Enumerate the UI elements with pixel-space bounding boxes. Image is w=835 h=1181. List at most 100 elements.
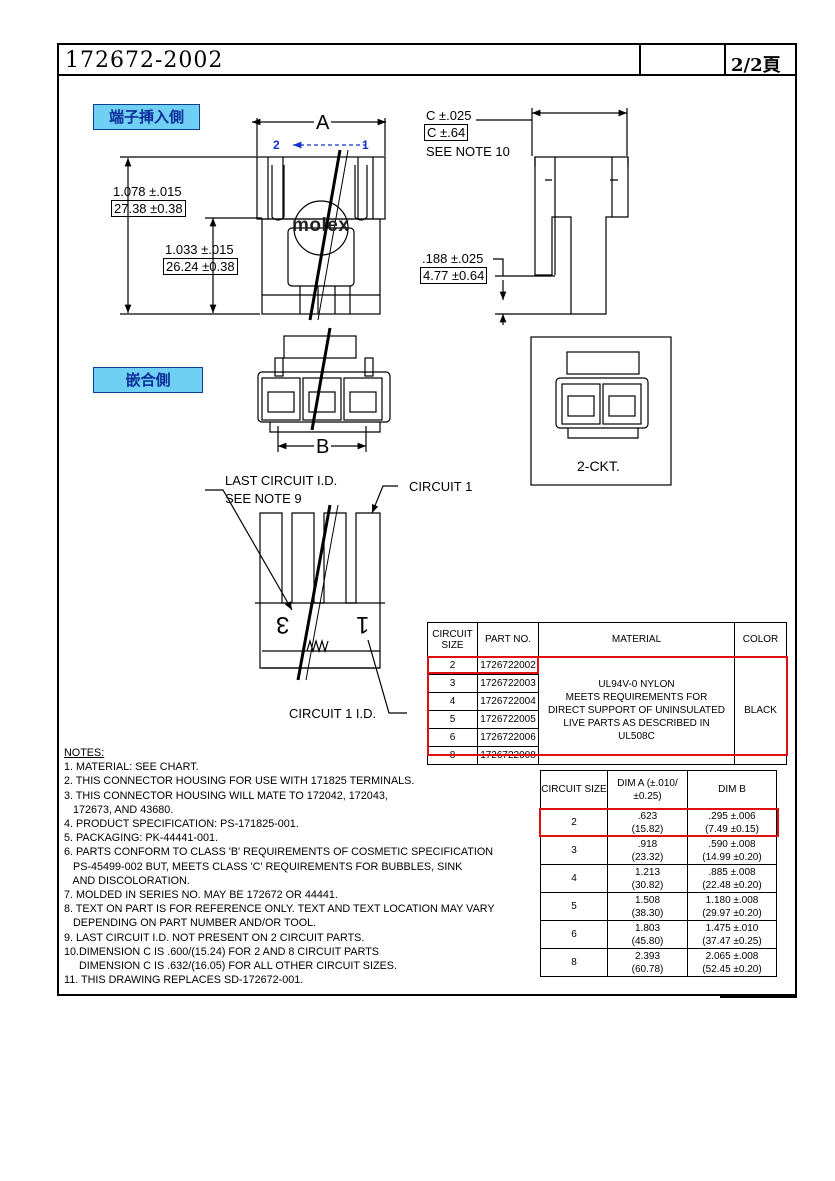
note-line: 6. PARTS CONFORM TO CLASS 'B' REQUIREMEN… bbox=[64, 846, 494, 859]
circuit-1-marker: 1 bbox=[362, 138, 369, 152]
col-dim-b: DIM B bbox=[687, 770, 777, 809]
cell-size: 8 bbox=[540, 948, 608, 977]
cell-dim-a: .918(23.32) bbox=[607, 836, 688, 865]
note-line: 9. LAST CIRCUIT I.D. NOT PRESENT ON 2 CI… bbox=[64, 931, 365, 944]
cell-size: 4 bbox=[540, 864, 608, 893]
note-line: AND DISCOLORATION. bbox=[64, 874, 190, 887]
note-line: 10.DIMENSION C IS .600/(15.24) FOR 2 AND… bbox=[64, 945, 380, 958]
dim-b-in: 1.180 ±.008 bbox=[705, 894, 759, 906]
cell-dim-a: 1.803(45.80) bbox=[607, 920, 688, 949]
dim-a-mm: (30.82) bbox=[631, 879, 664, 891]
dim-a-in: .623 bbox=[637, 810, 658, 822]
note-line: 2. THIS CONNECTOR HOUSING FOR USE WITH 1… bbox=[64, 775, 415, 788]
notes-block: NOTES: 1. MATERIAL: SEE CHART. 2. THIS C… bbox=[64, 746, 534, 987]
see-note-10: SEE NOTE 10 bbox=[426, 144, 510, 159]
col-circuit-size: CIRCUIT SIZE bbox=[540, 770, 608, 809]
cell-dim-a: 2.393(60.78) bbox=[607, 948, 688, 977]
row-highlight-dim-2ckt bbox=[539, 808, 779, 837]
dim-477-mm: 4.77 ±0.64 bbox=[420, 267, 488, 284]
dim-a-in: 1.803 bbox=[634, 922, 661, 934]
note-line: DIMENSION C IS .632/(16.05) FOR ALL OTHE… bbox=[64, 960, 397, 973]
note-line: DEPENDING ON PART NUMBER AND/OR TOOL. bbox=[64, 917, 317, 930]
dim-b-mm: (37.47 ±0.25) bbox=[702, 935, 762, 947]
front-view-terminal-side bbox=[256, 149, 386, 321]
dim-a-mm: (45.80) bbox=[631, 935, 664, 947]
last-circuit-mark: 3 bbox=[276, 611, 290, 638]
circuit-2-marker: 2 bbox=[273, 138, 280, 152]
note-line: 8. TEXT ON PART IS FOR REFERENCE ONLY. T… bbox=[64, 903, 495, 916]
two-ckt-view bbox=[555, 351, 649, 439]
note-line: 5. PACKAGING: PK-44441-001. bbox=[64, 832, 219, 845]
side-view bbox=[534, 156, 629, 315]
molex-logo: molex bbox=[292, 215, 350, 236]
dim-b-mm: (22.48 ±0.20) bbox=[702, 879, 762, 891]
cell-dim-a: 1.213(30.82) bbox=[607, 864, 688, 893]
circuit-1-id-label: CIRCUIT 1 I.D. bbox=[289, 706, 377, 721]
row-highlight-2ckt bbox=[427, 656, 788, 756]
dim-b-mm: (52.45 ±0.20) bbox=[702, 963, 762, 975]
dim-b-in: .295 ±.006 bbox=[708, 810, 756, 822]
cell-dim-b: .885 ±.008(22.48 ±0.20) bbox=[687, 864, 777, 893]
dim-a-mm: (60.78) bbox=[631, 963, 664, 975]
note-line: 172673, AND 43680. bbox=[64, 803, 174, 816]
dim-a-in: .918 bbox=[637, 838, 658, 850]
dim-1078-in: 1.078 ±.015 bbox=[113, 184, 182, 199]
dim-b-in: 1.475 ±.010 bbox=[705, 922, 759, 934]
title-block-cell bbox=[639, 45, 726, 74]
cell-dim-b: 1.180 ±.008(29.97 ±0.20) bbox=[687, 892, 777, 921]
circuit-1-leader bbox=[371, 485, 398, 514]
part-number: 172672-2002 bbox=[65, 48, 224, 73]
cell-material: UL94V-0 NYLON MEETS REQUIREMENTS FOR DIR… bbox=[538, 656, 735, 765]
col-part-no: PART NO. bbox=[477, 622, 539, 657]
circuit-1-label: CIRCUIT 1 bbox=[409, 479, 473, 494]
cell-dim-a: .623(15.82) bbox=[607, 808, 688, 837]
circuit-1-id-leader bbox=[367, 639, 407, 714]
dim-b-in: .885 ±.008 bbox=[708, 866, 756, 878]
note-line: 3. THIS CONNECTOR HOUSING WILL MATE TO 1… bbox=[64, 789, 388, 802]
cell-dim-a: 1.508(38.30) bbox=[607, 892, 688, 921]
dim-b-mm: (7.49 ±0.15) bbox=[705, 823, 759, 835]
dim-1033-in: 1.033 ±.015 bbox=[165, 242, 234, 257]
cell-dim-b: 2.065 ±.008(52.45 ±0.20) bbox=[687, 948, 777, 977]
two-ckt-label: 2-CKT. bbox=[577, 458, 620, 474]
page-number: 2/2頁 bbox=[731, 55, 781, 76]
dim-a-mm: (23.32) bbox=[631, 851, 664, 863]
dim-b-in: .590 ±.008 bbox=[708, 838, 756, 850]
mating-face-view bbox=[257, 327, 391, 433]
dim-2624-mm: 26.24 ±0.38 bbox=[163, 258, 238, 275]
cell-color: BLACK bbox=[734, 656, 787, 765]
last-circuit-leader bbox=[205, 489, 293, 611]
cell-size: 3 bbox=[540, 836, 608, 865]
cell-size: 6 bbox=[540, 920, 608, 949]
dim-188-in: .188 ±.025 bbox=[422, 251, 484, 266]
cell-dim-b: .590 ±.008(14.99 ±0.20) bbox=[687, 836, 777, 865]
col-circuit-size: CIRCUIT SIZE bbox=[427, 622, 478, 657]
dim-a-mm: (38.30) bbox=[631, 907, 664, 919]
dim-2738-mm: 27.38 ±0.38 bbox=[111, 200, 186, 217]
dim-a-label: A bbox=[314, 112, 332, 134]
note-line: PS-45499-002 BUT, MEETS CLASS 'C' REQUIR… bbox=[64, 860, 463, 873]
two-ckt-box bbox=[530, 336, 672, 486]
dim-b-in: 2.065 ±.008 bbox=[705, 950, 759, 962]
dim-a-in: 2.393 bbox=[634, 950, 661, 962]
notes-title: NOTES: bbox=[64, 747, 105, 759]
col-dim-a: DIM A (±.010/±0.25) bbox=[607, 770, 688, 809]
terminal-side-label: 端子挿入側 bbox=[93, 104, 200, 130]
cell-dim-b: 1.475 ±.010(37.47 ±0.25) bbox=[687, 920, 777, 949]
col-color: COLOR bbox=[734, 622, 787, 657]
row-highlight-2ckt-cells bbox=[427, 656, 539, 674]
note-line: 11. THIS DRAWING REPLACES SD-172672-001. bbox=[64, 974, 304, 987]
note-line: 1. MATERIAL: SEE CHART. bbox=[64, 761, 199, 774]
dim-b-label: B bbox=[314, 436, 332, 458]
note-line: 4. PRODUCT SPECIFICATION: PS-171825-001. bbox=[64, 818, 299, 831]
dim-b-mm: (14.99 ±0.20) bbox=[702, 851, 762, 863]
mating-side-label: 嵌合側 bbox=[93, 367, 203, 393]
dim-a-in: 1.213 bbox=[634, 866, 661, 878]
dim-a-in: 1.508 bbox=[634, 894, 661, 906]
dimension-table: CIRCUIT SIZE DIM A (±.010/±0.25) DIM B 2… bbox=[540, 770, 777, 977]
